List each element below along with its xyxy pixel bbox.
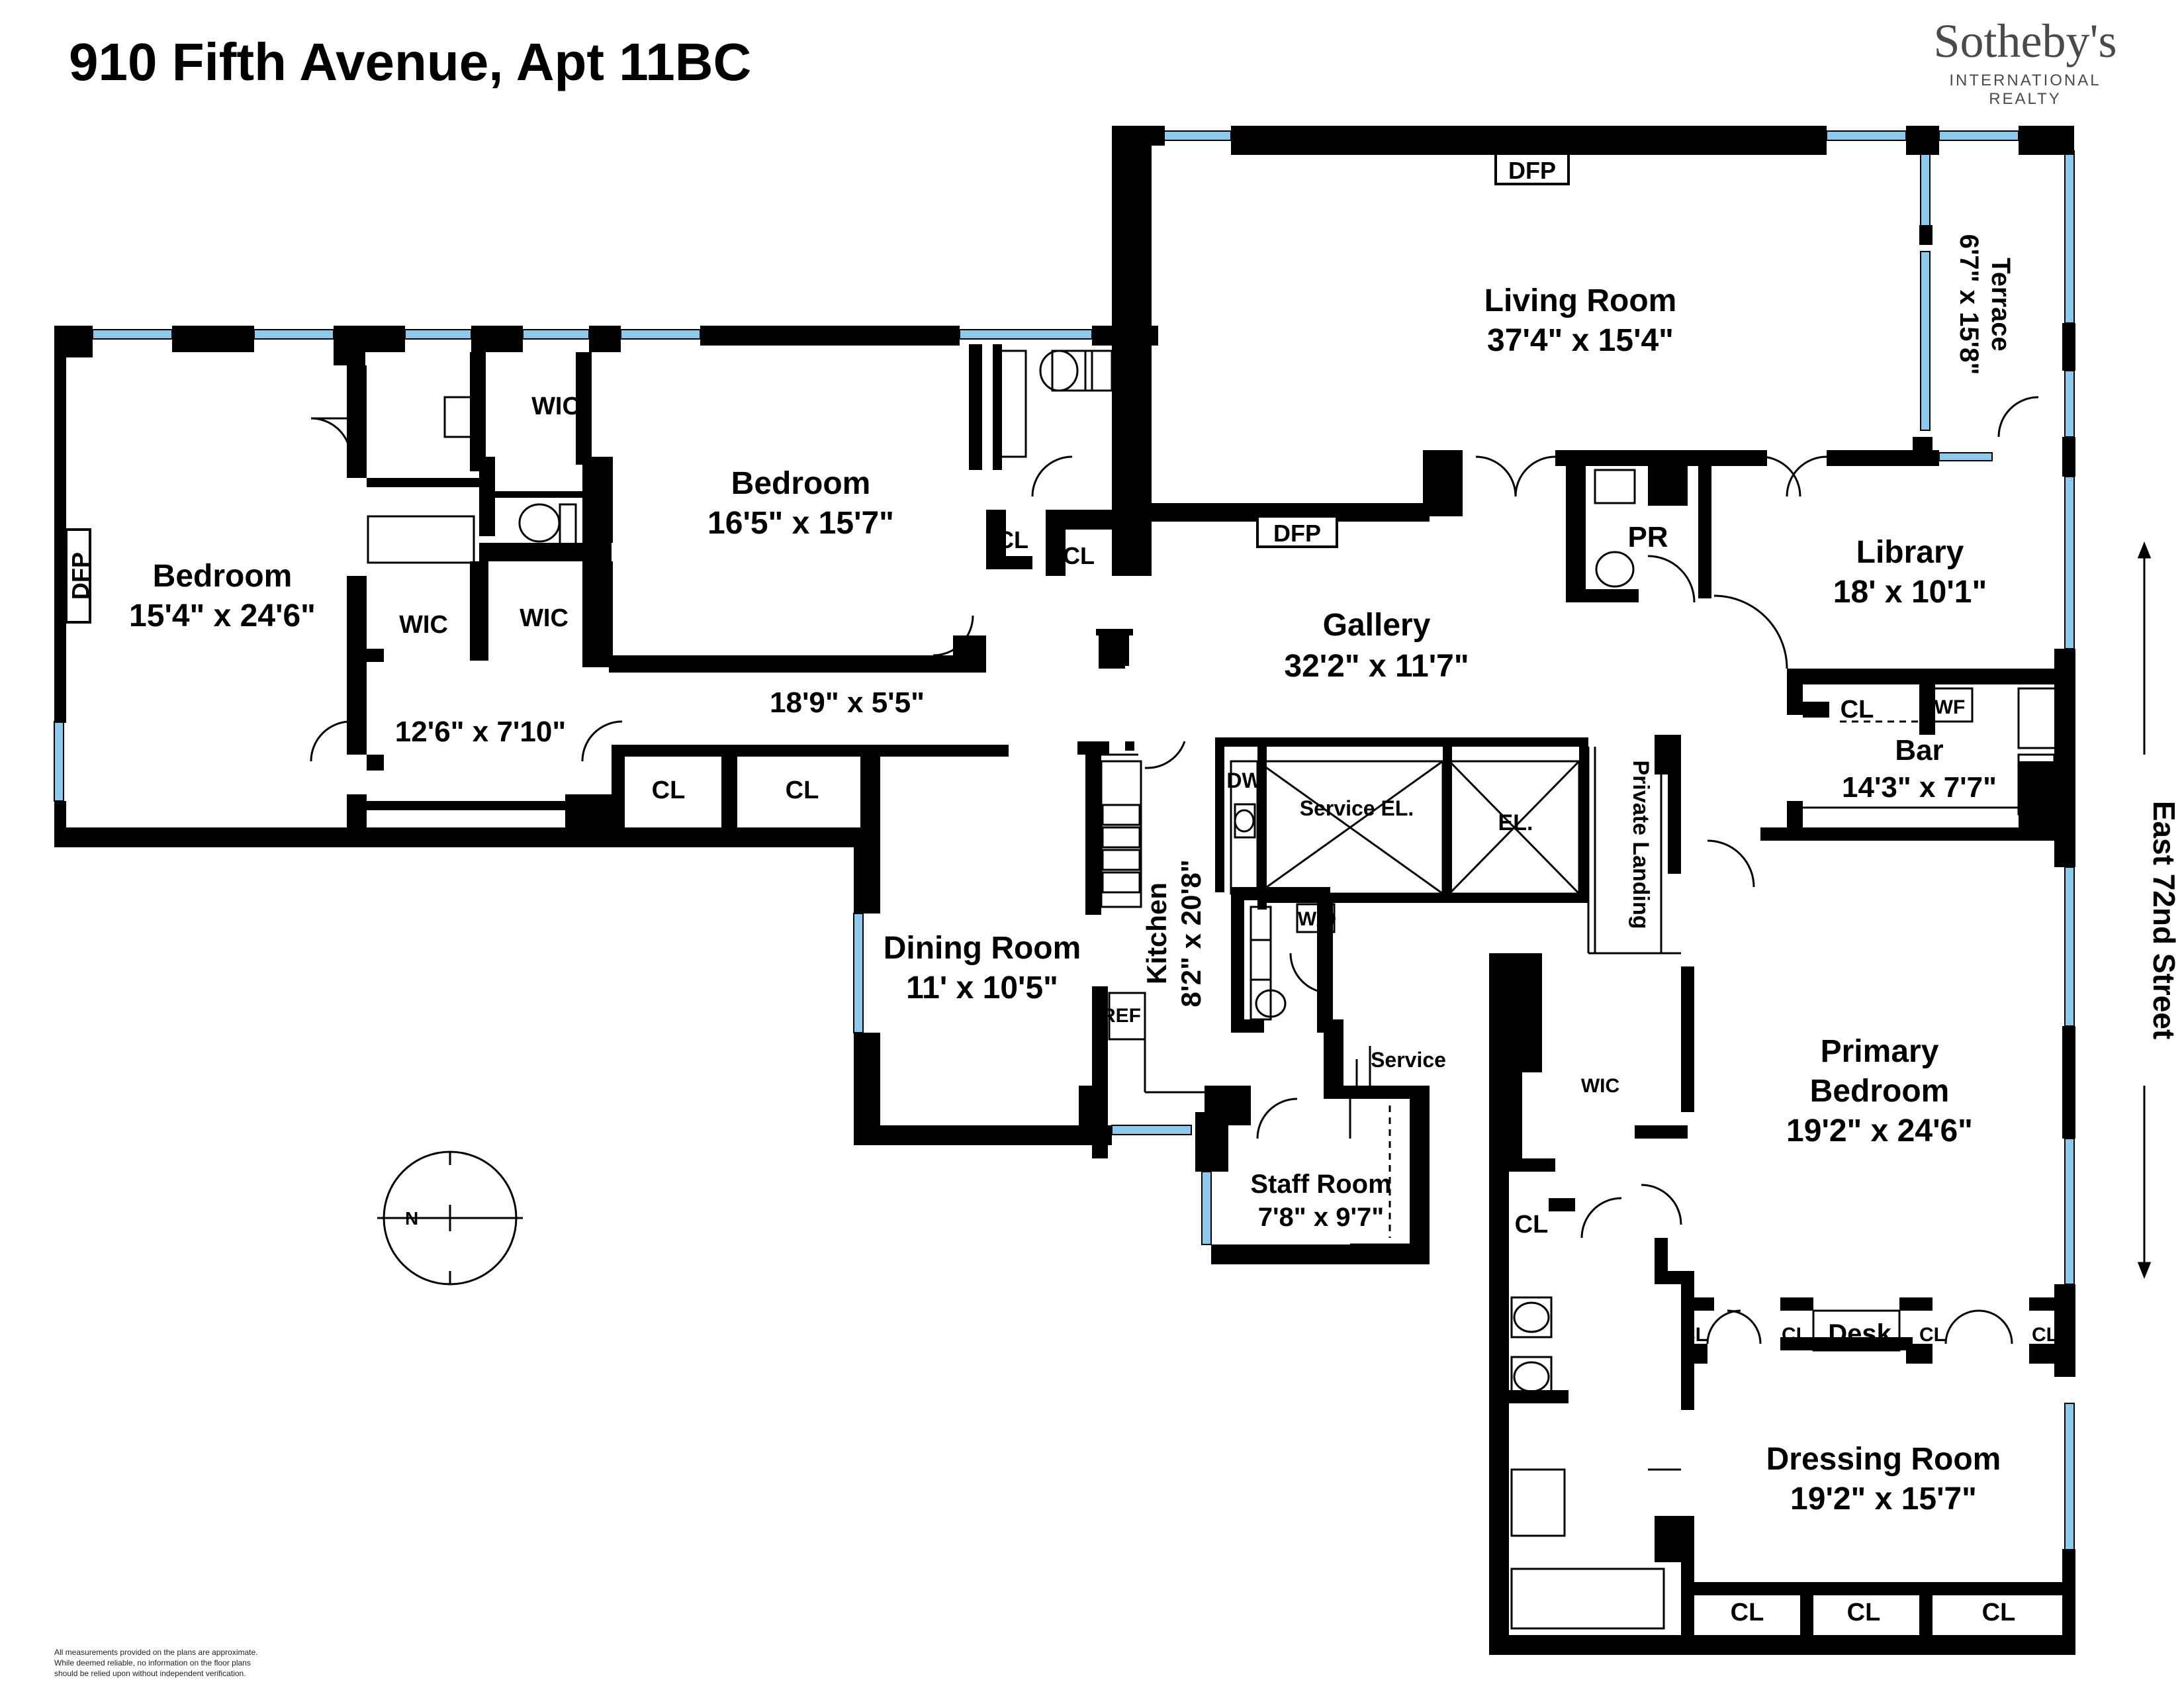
window	[253, 329, 334, 340]
dining-room-name: Dining Room	[884, 931, 1081, 966]
cl-label: CL	[1847, 1599, 1881, 1626]
window	[2064, 1138, 2075, 1285]
primary-bedroom-name-1: Primary	[1821, 1034, 1939, 1069]
page-title: 910 Fifth Avenue, Apt 11BC	[69, 32, 752, 91]
cl-label: CL	[1515, 1211, 1549, 1239]
window	[1826, 130, 1907, 141]
window	[853, 913, 864, 1033]
compass-north-label: N	[405, 1208, 418, 1229]
room-labels: Living Room 37'4" x 15'4" Terrace 6'7" x…	[67, 157, 2181, 1626]
dressing-room-size: 19'2" x 15'7"	[1790, 1481, 1977, 1517]
wic-label: WIC	[531, 393, 580, 420]
dfp-label: DFP	[67, 552, 94, 600]
pr-label: PR	[1627, 521, 1668, 553]
desk-label: Desk	[1828, 1319, 1891, 1348]
foyer-hall-size: 12'6" x 7'10"	[395, 716, 566, 748]
wf-label: WF	[1934, 696, 1966, 718]
library-name: Library	[1856, 535, 1964, 570]
window	[1938, 130, 2019, 141]
dining-room-size: 11' x 10'5"	[906, 970, 1058, 1006]
cl-label: CL	[1063, 542, 1095, 569]
bar-size: 14'3" x 7'7"	[1842, 771, 1997, 804]
window	[92, 329, 173, 340]
kitchen-name: Kitchen	[1141, 882, 1172, 984]
staff-room-name: Staff Room	[1250, 1170, 1391, 1199]
fireplaces	[65, 152, 1570, 624]
cl-label: CL	[997, 526, 1028, 553]
window	[54, 721, 64, 802]
brand-logo: Sotheby's INTERNATIONAL REALTY	[1913, 17, 2138, 109]
disclaimer: All measurements provided on the plans a…	[54, 1647, 451, 1679]
brand-subtitle: INTERNATIONAL REALTY	[1949, 71, 2101, 108]
primary-bedroom-name-2: Bedroom	[1810, 1074, 1950, 1109]
window	[2064, 150, 2075, 324]
service-elevator-label: Service EL.	[1300, 796, 1414, 820]
window	[620, 329, 701, 340]
wic-label: WIC	[399, 611, 448, 639]
window	[2064, 867, 2075, 1027]
window	[522, 329, 590, 340]
bedroom-center-name: Bedroom	[731, 466, 871, 501]
bedroom-west-name: Bedroom	[153, 559, 293, 594]
kitchen-size: 8'2" x 20'8"	[1175, 859, 1206, 1007]
ice-label: ICE	[2042, 771, 2064, 804]
elevator-label: EL.	[1498, 810, 1533, 835]
cl-label: CL	[1919, 1324, 1946, 1346]
cl-label: CL	[786, 776, 819, 804]
cl-label: CL	[1782, 1324, 1808, 1346]
walls	[54, 126, 2075, 1655]
window	[404, 329, 472, 340]
bedroom-center-size: 16'5" x 15'7"	[707, 506, 894, 541]
dfp-label: DFP	[1273, 520, 1321, 547]
street-name: East 72nd Street	[2147, 801, 2181, 1039]
bedroom-west-size: 15'4" x 24'6"	[129, 598, 316, 633]
wic-label: WIC	[1581, 1075, 1619, 1097]
cl-label: CL	[652, 776, 686, 804]
compass	[377, 1150, 523, 1286]
gallery-name: Gallery	[1323, 608, 1431, 643]
window	[1920, 251, 1931, 431]
dw-label: DW	[1226, 769, 1262, 792]
wic-label: WIC	[520, 604, 569, 632]
brand-name: Sotheby's	[1933, 15, 2117, 68]
bar-name: Bar	[1895, 734, 1943, 767]
fixtures	[310, 350, 2060, 1630]
window	[1111, 1125, 1192, 1135]
service-label: Service	[1371, 1048, 1446, 1072]
cl-label: CL	[1681, 1324, 1707, 1346]
living-room-name: Living Room	[1484, 283, 1677, 318]
cl-label: CL	[2032, 1324, 2058, 1346]
terrace-name: Terrace	[1986, 258, 2015, 352]
primary-bedroom-size: 19'2" x 24'6"	[1786, 1113, 1973, 1149]
street-arrow	[2137, 541, 2152, 1280]
corridor-size: 18'9" x 5'5"	[770, 686, 925, 719]
window	[1938, 452, 1993, 461]
cl-label: CL	[1731, 1599, 1764, 1626]
window	[2064, 476, 2075, 649]
window	[1201, 1171, 1212, 1245]
cl-label: CL	[1841, 696, 1874, 724]
window	[2064, 370, 2075, 438]
wd-label: W/D	[1298, 908, 1336, 930]
staff-room-size: 7'8" x 9'7"	[1258, 1203, 1384, 1232]
disclaimer-line: While deemed reliable, no information on…	[54, 1658, 251, 1667]
disclaimer-line: should be relied upon without independen…	[54, 1669, 246, 1678]
disclaimer-line: All measurements provided on the plans a…	[54, 1648, 258, 1657]
dressing-room-name: Dressing Room	[1766, 1442, 2001, 1477]
terrace-size: 6'7" x 15'8"	[1954, 234, 1983, 375]
private-landing-name: Private Landing	[1628, 760, 1653, 929]
cl-label: CL	[1982, 1599, 2016, 1626]
library-size: 18' x 10'1"	[1833, 575, 1987, 610]
gallery-size: 32'2" x 11'7"	[1284, 649, 1469, 684]
ref-label: REF	[1101, 1005, 1141, 1027]
window	[959, 329, 1093, 340]
living-room-size: 37'4" x 15'4"	[1487, 323, 1674, 358]
dfp-label: DFP	[1508, 157, 1556, 184]
